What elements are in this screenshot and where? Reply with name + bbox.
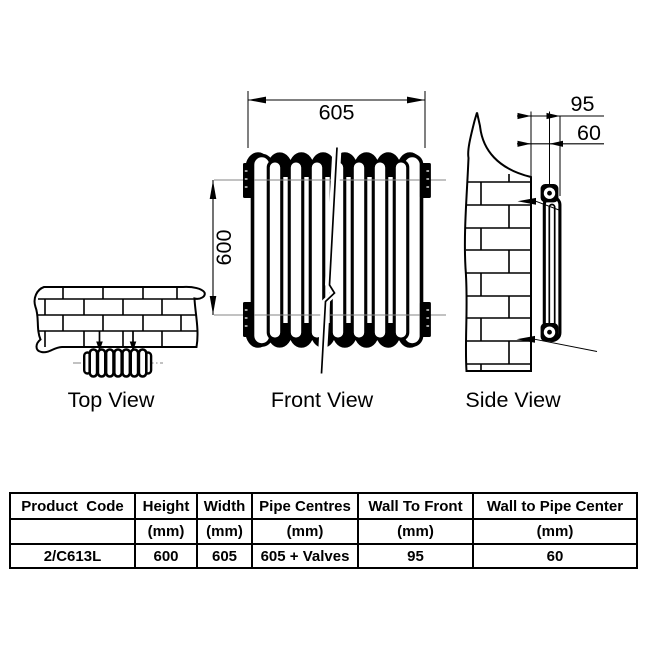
side-view-label: Side View [465,388,561,412]
header-wall-to-pipe: Wall to Pipe Center [472,492,638,520]
top-wall-outline [33,285,206,354]
dim-width: 605 [247,91,426,148]
units-width: (mm) [196,518,253,545]
value-wall-to-pipe: 60 [472,543,638,569]
units-pipe-centres: (mm) [251,518,359,545]
arrow-right-icon [517,112,531,120]
top-wall-brick-joints [36,287,197,347]
dim-wall-to-pipe-center: 60 [517,121,604,147]
technical-drawing: Top View [33,91,604,412]
side-extension-lines [530,111,561,196]
bottom-bushing [540,323,559,342]
header-product-code: Product Code [9,492,136,520]
front-view-radiator [214,147,446,374]
spec-table-data-row: 2/C613L 600 605 605 + Valves 95 60 [9,543,638,569]
dim-width-label: 605 [319,101,355,125]
top-view-label: Top View [68,388,155,412]
arrow-left-icon [549,140,563,147]
arrow-left-icon [248,96,266,104]
dim-height: 600 [209,180,236,315]
arrow-up-icon [209,180,217,199]
radiator-column-tubes [266,159,410,341]
radiator-fixing-tabs [243,163,431,337]
arrow-down-icon [209,296,217,315]
dim-wall-to-pipe-label: 60 [577,121,601,145]
top-view-radiator [73,331,163,378]
arrow-left-icon [517,197,536,205]
header-wall-to-front: Wall To Front [357,492,474,520]
side-wall-outline [463,112,532,372]
value-wall-to-front: 95 [357,543,474,569]
spec-table: Product Code Height Width Pipe Centres W… [9,492,638,569]
arrow-left-icon [516,335,535,343]
side-view: 95 60 Side View [463,92,604,412]
top-view: Top View [33,285,206,412]
header-height: Height [134,492,198,520]
front-view-label: Front View [271,388,374,412]
radiator-column-slot [548,203,556,333]
spec-table-header-row: Product Code Height Width Pipe Centres W… [9,492,638,520]
front-view: 605 600 Front View [209,91,446,412]
header-pipe-centres: Pipe Centres [251,492,359,520]
value-pipe-centres: 605 + Valves [251,543,359,569]
dim-wall-to-front: 95 [517,92,604,196]
value-product-code: 2/C613L [9,543,136,569]
arrow-right-icon [517,140,531,147]
break-gap [317,147,342,374]
dim-height-label: 600 [212,230,236,266]
wall-fixing-arrows [516,197,598,352]
radiator-sections-top-view [88,348,148,378]
value-height: 600 [134,543,198,569]
units-product-code [9,518,136,545]
units-height: (mm) [134,518,198,545]
side-view-radiator [516,184,598,352]
pipe-connection-arrows [96,331,137,351]
header-width: Width [196,492,253,520]
side-view-wall [463,112,532,372]
side-wall-brick-joints [466,174,531,371]
down-arrow-icon [96,341,103,351]
down-arrow-icon [129,341,137,351]
value-width: 605 [196,543,253,569]
arrow-right-icon [407,96,425,104]
dim-wall-to-front-label: 95 [571,92,595,116]
break-line [320,147,338,374]
arrow-right-icon [546,112,560,120]
top-bushing [540,184,559,203]
spec-table-units-row: (mm) (mm) (mm) (mm) (mm) [9,518,638,545]
top-view-wall [33,285,206,354]
units-wall-to-pipe: (mm) [472,518,638,545]
units-wall-to-front: (mm) [357,518,474,545]
